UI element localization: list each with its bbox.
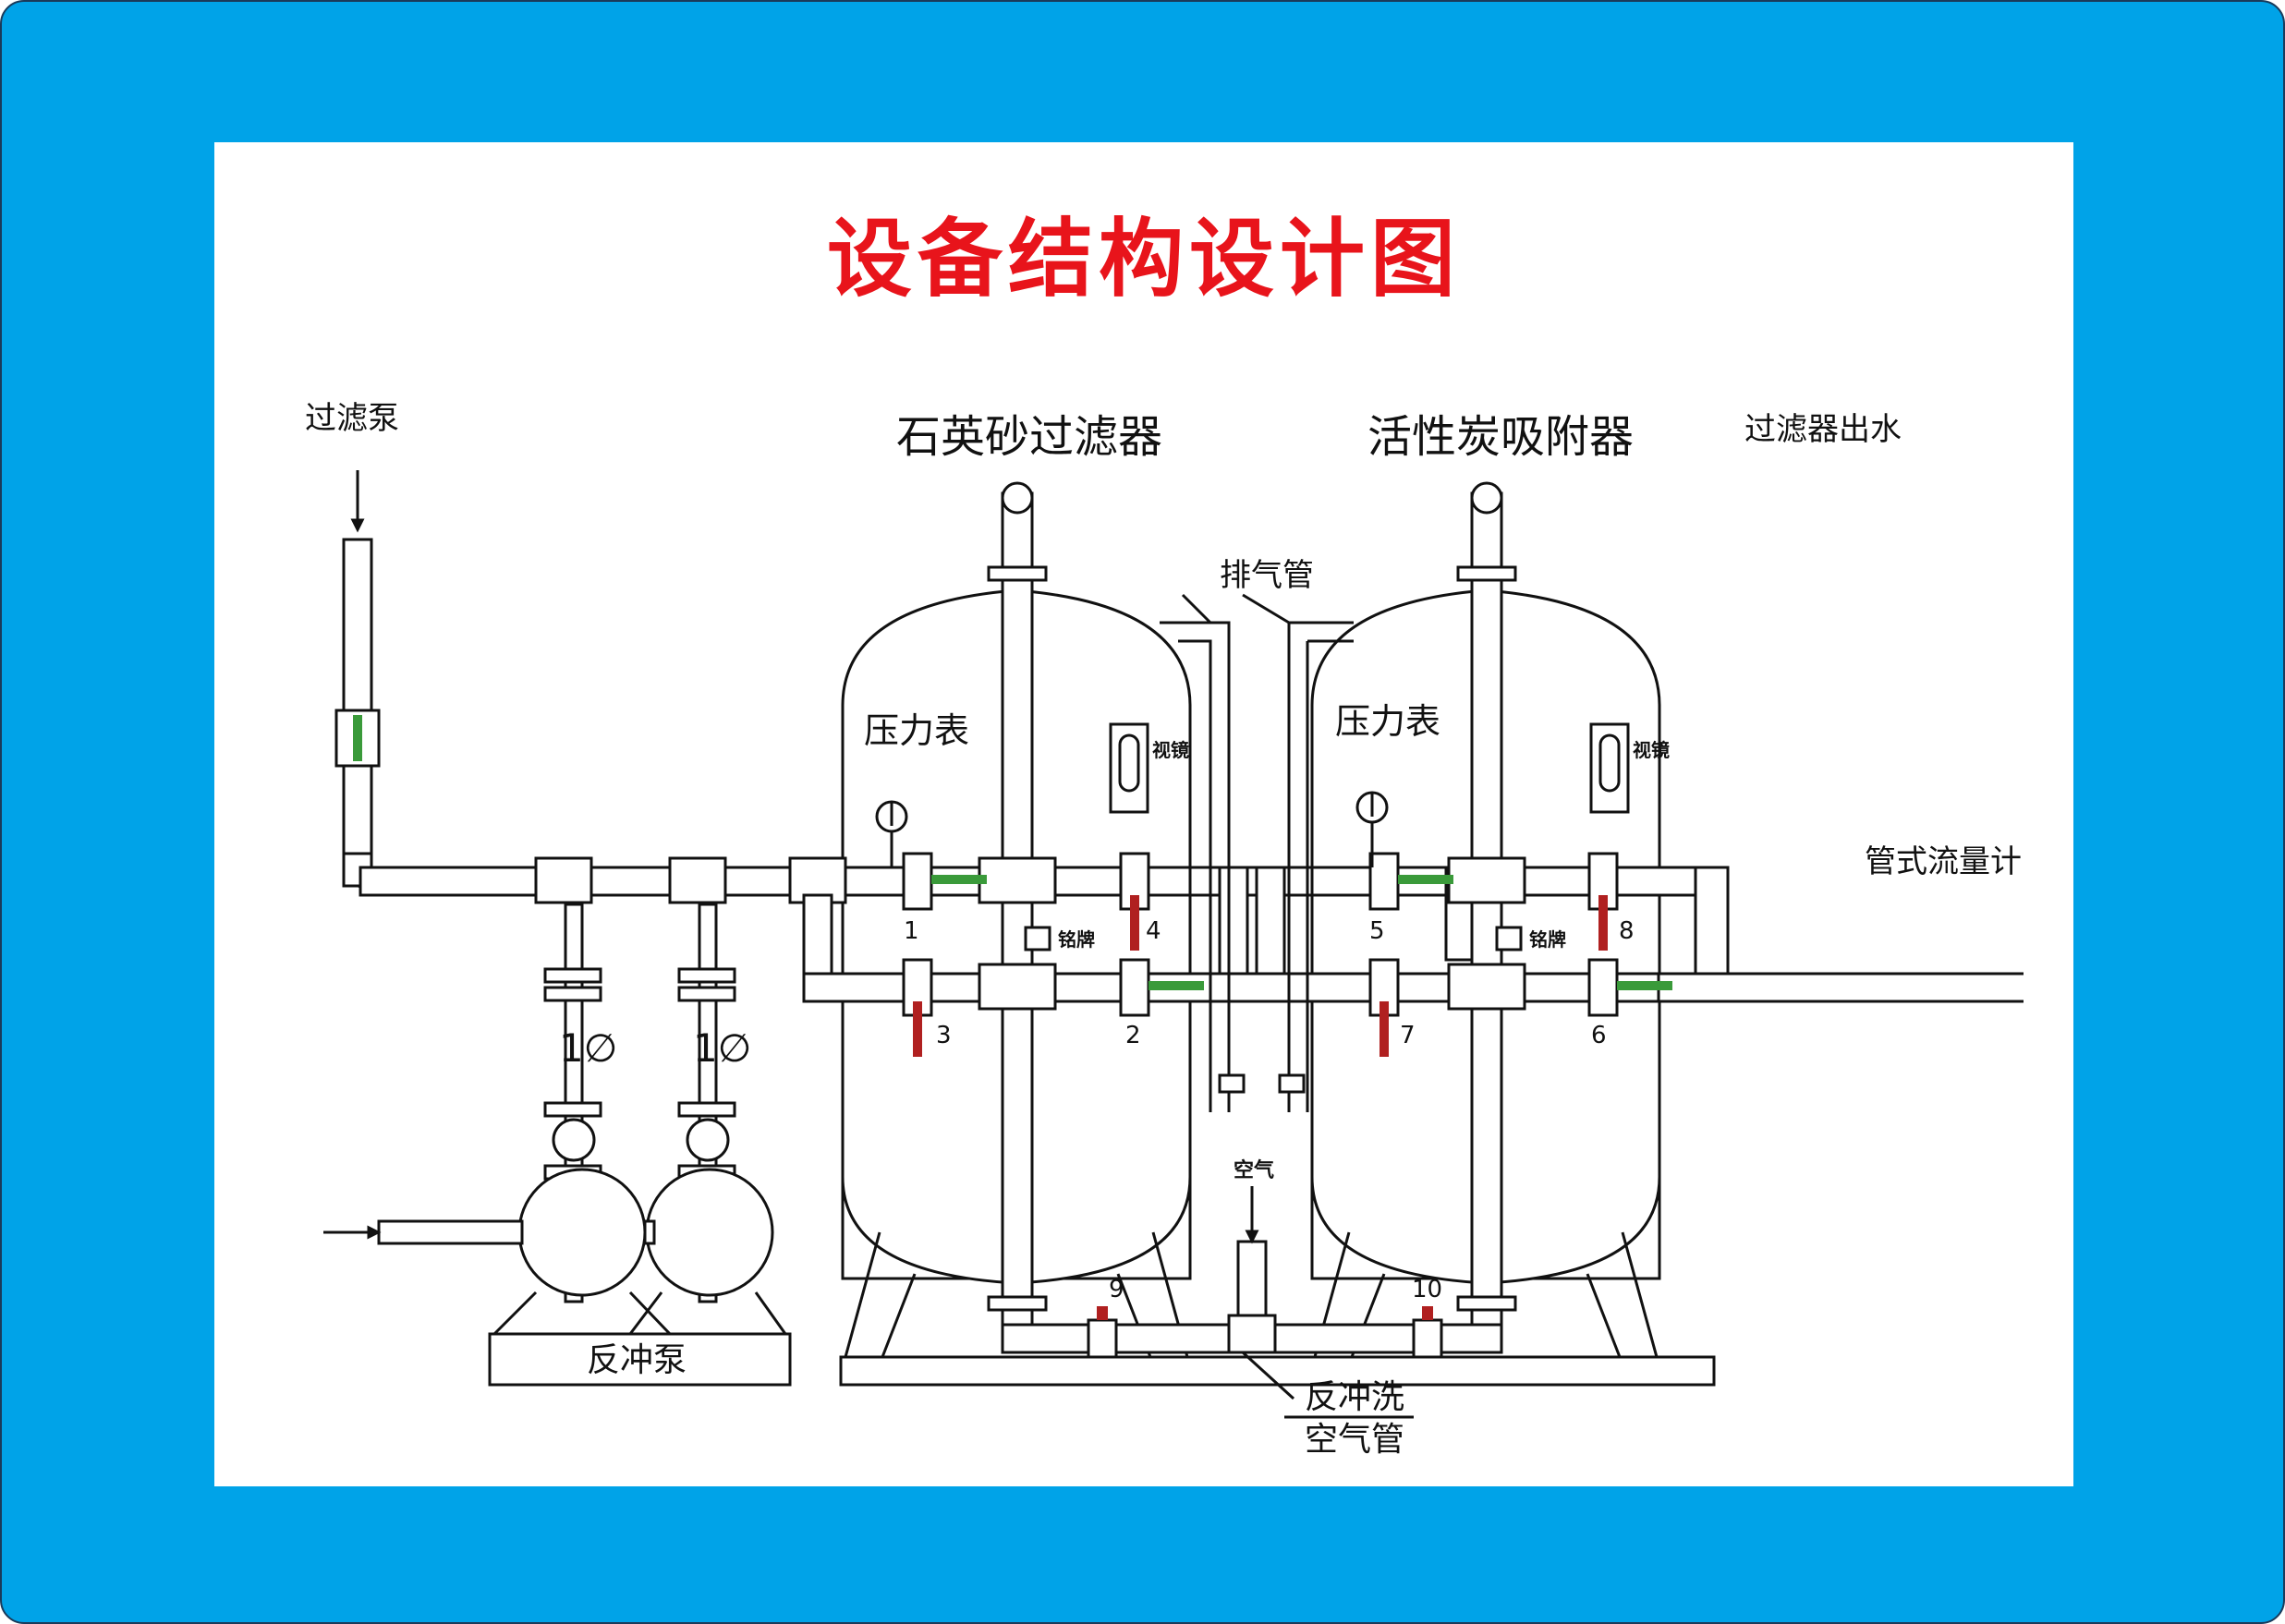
label-air: 空气: [1234, 1158, 1274, 1182]
valve-number-5: 5: [1369, 917, 1385, 945]
label-backwash-line1: 反冲洗: [1305, 1378, 1404, 1416]
tank1-right-pipe: [1188, 866, 1314, 976]
label-pressure-gauge-1: 压力表: [864, 710, 969, 751]
valve-6-handle: [1617, 981, 1672, 990]
valve-7-handle: [1380, 1001, 1389, 1057]
label-backwash-pump: 反冲泵: [587, 1341, 687, 1379]
valve-number-4: 4: [1146, 917, 1161, 945]
vent-valve-left: [1218, 1073, 1246, 1094]
backwash-pumps: [377, 903, 792, 1387]
valve-2-handle: [1149, 981, 1204, 990]
valve-number-3: 3: [936, 1022, 952, 1049]
label-sight-glass-2: 视镜: [1633, 739, 1670, 761]
pressure-gauge-2: [1355, 791, 1389, 867]
valve-number-2: 2: [1125, 1022, 1141, 1049]
label-manhole-1: 铭牌: [1058, 928, 1095, 951]
label-carbon-adsorber: 活性炭吸附器: [1367, 411, 1634, 463]
vent-pipes: [1160, 593, 1354, 1112]
sight-glass-1: [1109, 722, 1149, 814]
label-filter-outlet: 过滤器出水: [1744, 411, 1902, 448]
valve-1-handle: [931, 875, 987, 884]
equipment-diagram: 1∅ 1∅ 过滤泵 石英砂过滤器 活性炭吸附器 过滤器出水 排气管 压力表 压力…: [305, 400, 2024, 1454]
label-vent-pipe: 排气管: [1220, 557, 1314, 594]
valve-number-9: 9: [1109, 1276, 1124, 1303]
check-valve-1-symbol: 1∅: [559, 1025, 617, 1071]
backwash-leader: [1241, 1351, 1295, 1400]
check-valve-2-symbol: 1∅: [693, 1025, 751, 1071]
label-filter-pump: 过滤泵: [305, 400, 399, 437]
valve-10-handle: [1422, 1306, 1433, 1320]
valve-number-10: 10: [1412, 1276, 1442, 1303]
manhole-1-box: [1024, 926, 1051, 951]
valve-number-6: 6: [1591, 1022, 1607, 1049]
page-title: 设备结构设计图: [826, 210, 1461, 309]
label-manhole-2: 铭牌: [1529, 928, 1566, 951]
outlet-pipe: [1657, 972, 2024, 1003]
filter-pump-inlet-pipe: [334, 538, 381, 892]
valve-3-handle: [913, 1001, 922, 1057]
vent-valve-right: [1278, 1073, 1306, 1094]
pressure-gauge-1: [875, 800, 908, 867]
valve-number-8: 8: [1619, 917, 1635, 945]
sight-glass-2: [1589, 722, 1630, 814]
valve-4-handle: [1130, 895, 1139, 951]
valve-5-handle: [1398, 875, 1453, 884]
base-plate: [839, 1355, 1716, 1387]
label-backwash-line2: 空气管: [1305, 1421, 1404, 1454]
manhole-2-box: [1495, 926, 1523, 951]
valve-number-7: 7: [1400, 1022, 1416, 1049]
label-sight-glass-1: 视镜: [1152, 739, 1189, 761]
valve-9-handle: [1097, 1306, 1108, 1320]
label-quartz-filter: 石英砂过滤器: [896, 411, 1162, 463]
label-tube-flowmeter: 管式流量计: [1865, 843, 2022, 880]
label-pressure-gauge-2: 压力表: [1335, 701, 1440, 742]
valve-8-handle: [1598, 895, 1608, 951]
diagram-panel: 设备结构设计图: [214, 142, 2073, 1486]
valve-number-1: 1: [904, 917, 919, 945]
